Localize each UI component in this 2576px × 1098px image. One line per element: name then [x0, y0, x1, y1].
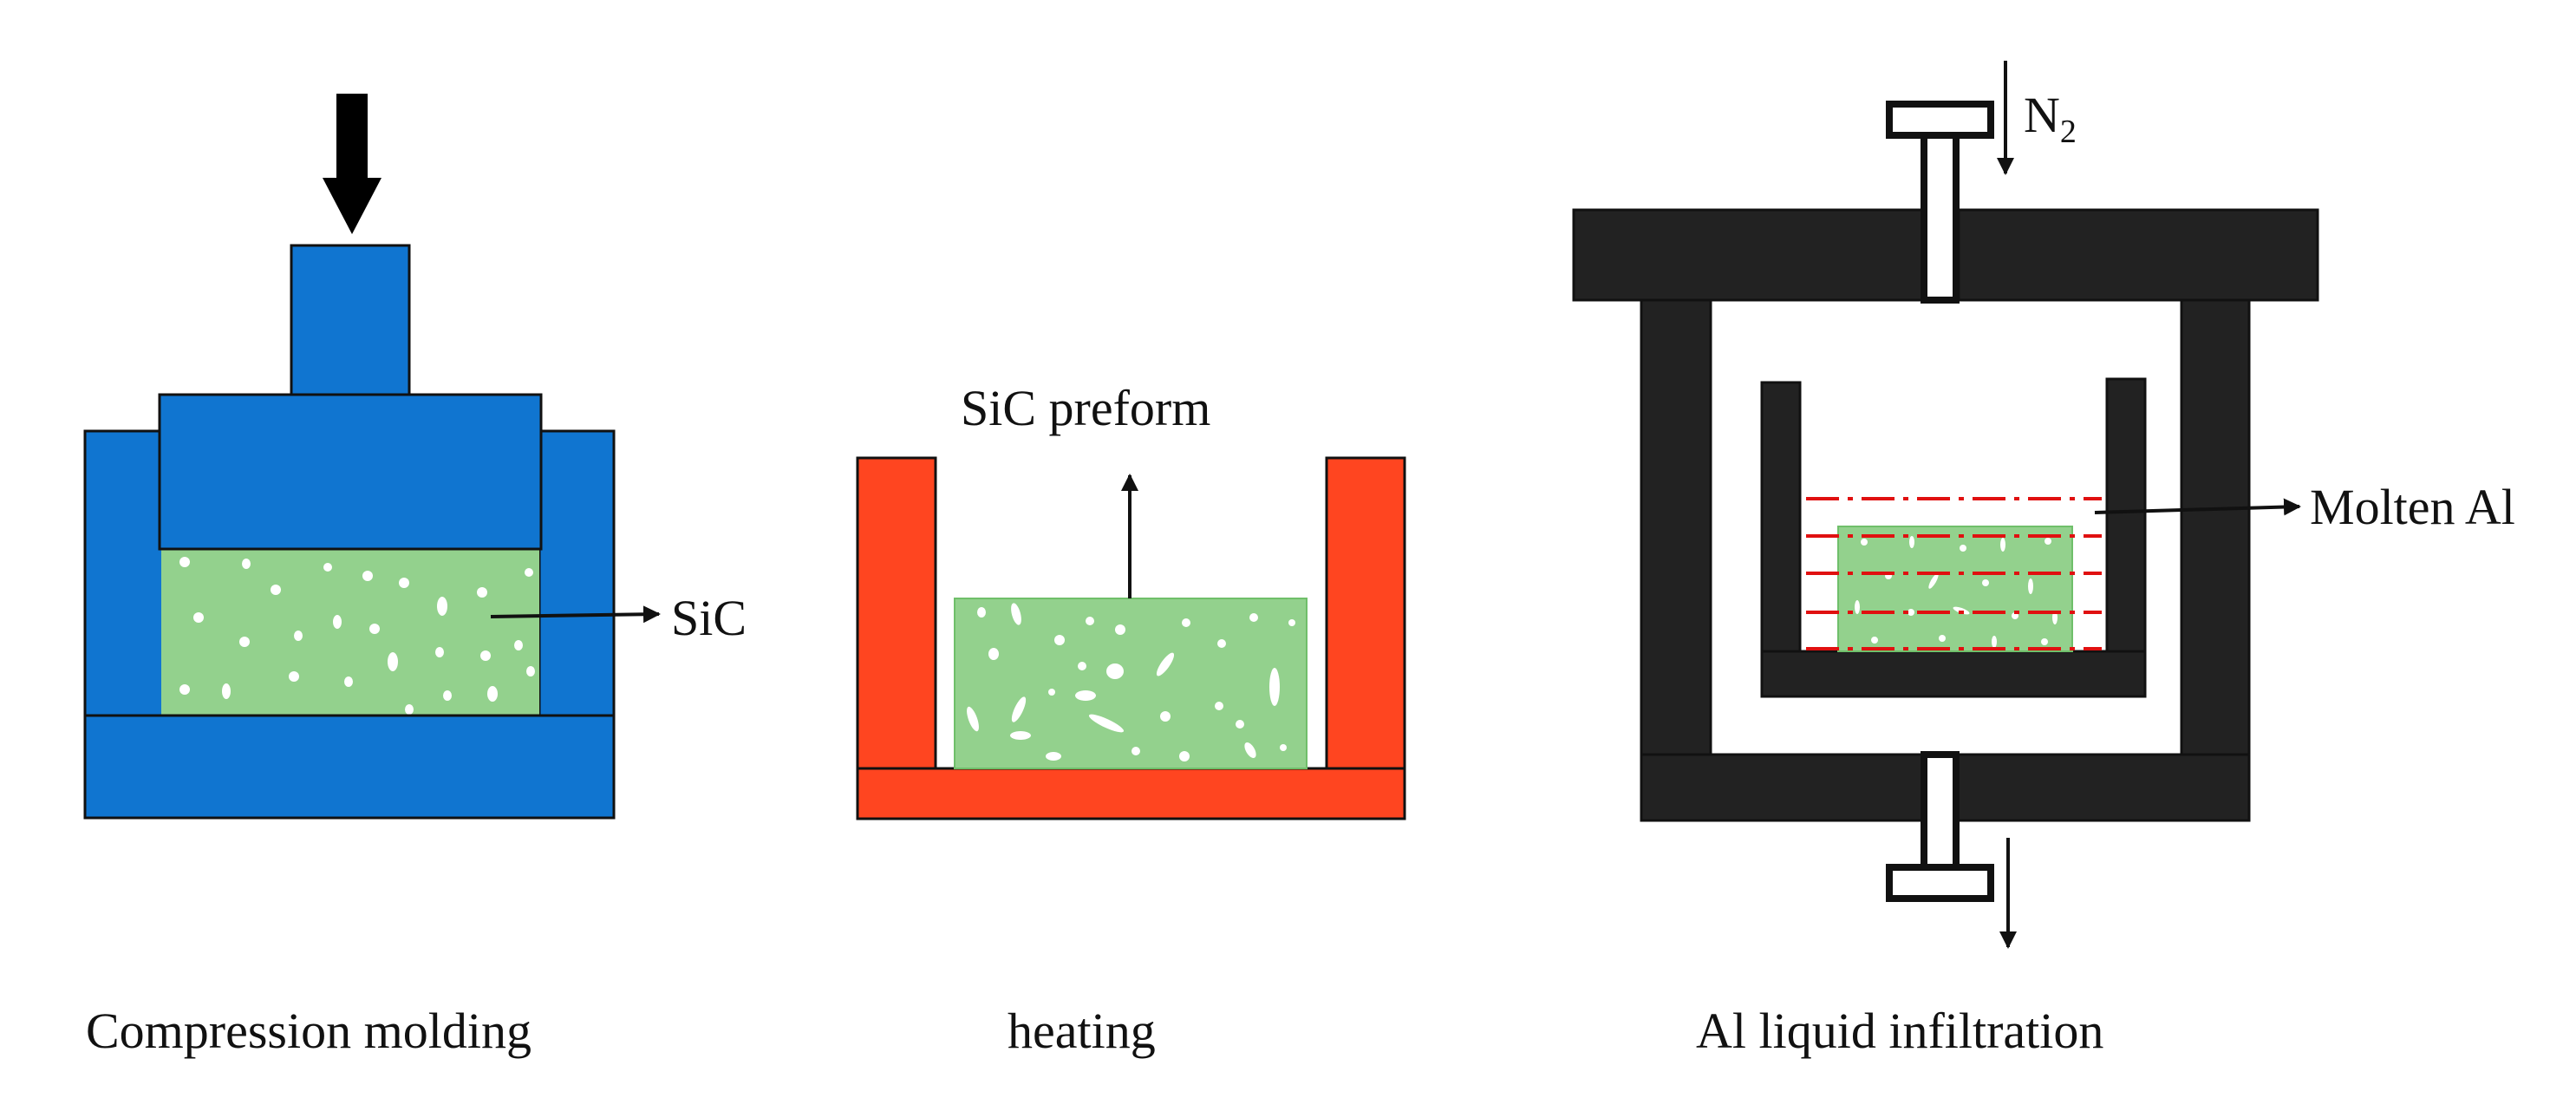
- nitrogen-subscript: 2: [2059, 114, 2077, 150]
- die-left-wall: [83, 429, 165, 719]
- inner-crucible-right-wall: [2105, 377, 2147, 655]
- inner-crucible-left-wall: [1760, 381, 1802, 655]
- die-right-wall: [538, 429, 616, 719]
- punch-head: [158, 393, 543, 551]
- gas-inlet-valve: [1886, 101, 1994, 304]
- caption-al-liquid-infiltration: Al liquid infiltration: [1696, 1003, 2104, 1059]
- sic-particles: [179, 557, 535, 715]
- die-base: [83, 714, 616, 820]
- furnace-lid-left: [1572, 208, 1927, 302]
- sic-label: SiC: [671, 590, 747, 646]
- molten-al-pointer-arrow: [2094, 498, 2301, 516]
- nitrogen-label: N2: [2024, 87, 2077, 150]
- gas-outlet-valve: [1886, 751, 1994, 902]
- crucible-left-wall: [856, 456, 937, 774]
- crucible-base: [856, 767, 1406, 820]
- sic-powder: [161, 549, 539, 717]
- compression-molding-panel: [83, 94, 661, 820]
- molten-al-lines: [1806, 497, 2102, 650]
- sic-pointer-arrow: [490, 605, 661, 624]
- furnace-lid-right: [1957, 208, 2319, 302]
- caption-compression-molding: Compression molding: [86, 1003, 532, 1059]
- heating-panel: [856, 456, 1406, 820]
- press-force-arrow: [323, 94, 382, 234]
- infiltration-panel: [1572, 61, 2319, 949]
- caption-heating: heating: [1008, 1003, 1156, 1059]
- sic-preform-label: SiC preform: [961, 380, 1211, 436]
- inner-crucible-base: [1760, 650, 2147, 698]
- nitrogen-symbol: N: [2024, 87, 2060, 143]
- crucible-right-wall: [1325, 456, 1406, 774]
- furnace-right-wall: [2180, 298, 2251, 756]
- preform-particles: [967, 603, 1295, 761]
- infiltrated-preform: [1837, 526, 2073, 652]
- punch-stem: [290, 244, 411, 399]
- molten-al-label: Molten Al: [2310, 479, 2515, 535]
- furnace-left-wall: [1640, 298, 1712, 756]
- sic-preform: [954, 598, 1308, 769]
